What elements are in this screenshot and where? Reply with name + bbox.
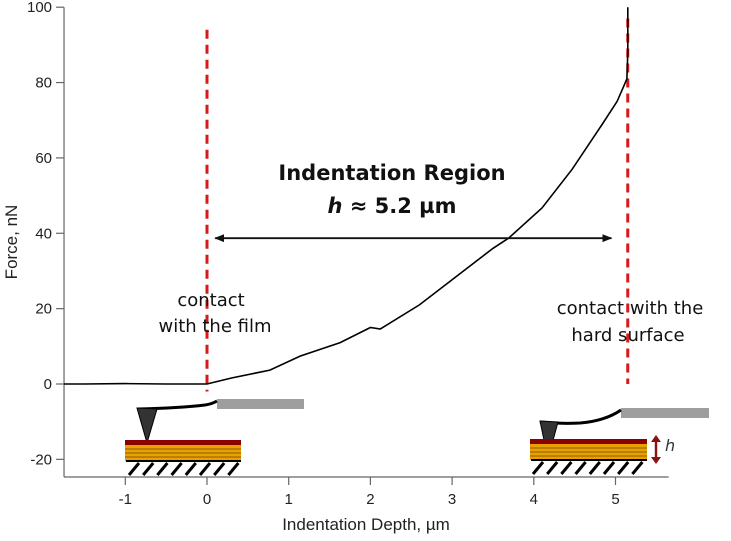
hatch-stroke (198, 462, 212, 476)
hatch-stroke (127, 462, 141, 476)
hard-surface-hatch-right (531, 461, 644, 475)
y-axis-title: Force, nN (2, 205, 21, 280)
x-ticks: -1 0 1 2 3 4 5 (119, 477, 620, 508)
x-tick-label: 4 (530, 491, 538, 508)
region-thickness: h ≈ 5.2 µm (327, 194, 456, 218)
reference-lines (205, 18, 630, 392)
hard-surface-hatch-left (127, 462, 240, 476)
x-tick-label: 1 (285, 491, 293, 508)
hatch-stroke (588, 461, 601, 475)
thickness-arrow-icon (651, 435, 661, 464)
y-tick-label: 80 (35, 75, 52, 92)
axes: -20 0 20 40 60 80 100 -1 0 1 2 3 4 5 (27, 0, 669, 508)
y-tick-label: 60 (35, 150, 52, 167)
hatch-stroke (546, 461, 559, 475)
hatch-stroke (142, 462, 155, 476)
y-ticks: -20 0 20 40 60 80 100 (27, 0, 65, 468)
hatch-stroke (574, 461, 587, 475)
force-curve-line (64, 7, 629, 385)
schematic-film-contact (125, 399, 304, 476)
film-contact-label-line1: contact (177, 290, 244, 311)
thickness-label: h (665, 436, 675, 455)
hatch-stroke (156, 462, 169, 476)
h-value: ≈ 5.2 µm (342, 194, 456, 218)
hatch-stroke (213, 462, 226, 476)
cantilever-base-right (621, 408, 709, 418)
y-tick-label: 100 (27, 0, 52, 16)
hard-contact-label-line1: contact with the (557, 298, 704, 319)
film-contact-label-line2: with the film (158, 316, 271, 337)
afm-tip-left-icon (136, 407, 158, 445)
schematic-hard-contact: h (530, 408, 709, 475)
hatch-stroke (531, 461, 545, 475)
x-tick-label: -1 (119, 491, 132, 508)
hard-contact-label-line2: hard surface (571, 325, 684, 346)
x-tick-label: 2 (366, 491, 374, 508)
y-tick-label: 40 (35, 225, 52, 242)
y-tick-label: 20 (35, 301, 52, 318)
cantilever-base-left (217, 399, 304, 409)
region-title: Indentation Region (278, 161, 505, 185)
film-layer-right (530, 439, 647, 461)
hatch-stroke (631, 461, 644, 475)
film-layer-left (125, 440, 241, 462)
x-axis-title: Indentation Depth, µm (282, 515, 450, 534)
h-symbol: h (327, 194, 342, 218)
hatch-stroke (560, 461, 573, 475)
hatch-stroke (184, 462, 197, 476)
hatch-stroke (170, 462, 183, 476)
hatch-stroke (227, 462, 240, 476)
cantilever-beam-left (137, 399, 218, 411)
y-tick-label: 0 (44, 376, 52, 393)
x-tick-label: 0 (203, 491, 211, 508)
x-tick-label: 3 (448, 491, 456, 508)
x-tick-label: 5 (611, 491, 619, 508)
hatch-stroke (617, 461, 630, 475)
y-tick-label: -20 (30, 451, 52, 468)
hatch-stroke (602, 461, 616, 475)
